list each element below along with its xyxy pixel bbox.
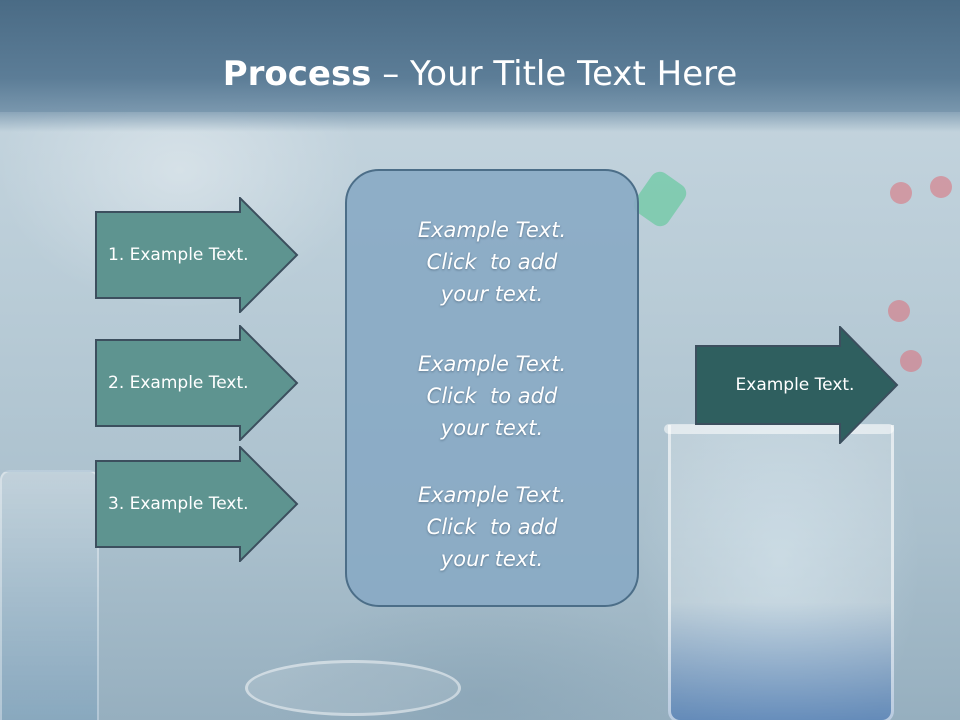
text-block-1[interactable]: Example Text. Click to add your text.: [347, 214, 637, 310]
slide-title[interactable]: Process – Your Title Text Here: [0, 52, 960, 96]
text-line: Click to add: [426, 250, 558, 274]
text-line: Click to add: [426, 384, 558, 408]
arrow-right-icon: [695, 326, 899, 444]
arrow-right-icon: [95, 197, 299, 313]
molecule-model-image: [930, 176, 952, 198]
text-line: your text.: [440, 282, 544, 306]
arrow-right-icon: [95, 325, 299, 441]
text-block-2[interactable]: Example Text. Click to add your text.: [347, 348, 637, 444]
arrow-shape-1[interactable]: 1. Example Text.: [95, 197, 299, 313]
title-band: [0, 0, 960, 132]
molecule-model-image: [900, 350, 922, 372]
text-line: your text.: [440, 547, 544, 571]
text-line: Example Text.: [417, 218, 567, 242]
center-text-box[interactable]: Example Text. Click to add your text. Ex…: [345, 169, 639, 607]
arrow-label-2: 2. Example Text.: [108, 373, 249, 393]
text-line: Click to add: [426, 515, 558, 539]
arrow-shape-output[interactable]: Example Text.: [695, 326, 899, 444]
molecule-model-image: [888, 300, 910, 322]
petri-dish-image: [245, 660, 461, 716]
arrow-right-icon: [95, 446, 299, 562]
arrow-shape-3[interactable]: 3. Example Text.: [95, 446, 299, 562]
slide-title-bold: Process: [222, 54, 372, 94]
text-line: Example Text.: [417, 352, 567, 376]
text-block-3[interactable]: Example Text. Click to add your text.: [347, 479, 637, 575]
beaker-rim-image: [664, 424, 894, 434]
slide-title-rest: – Your Title Text Here: [371, 54, 738, 94]
arrow-label-1: 1. Example Text.: [108, 245, 249, 265]
text-line: your text.: [440, 416, 544, 440]
text-line: Example Text.: [417, 483, 567, 507]
molecule-model-image: [890, 182, 912, 204]
beaker-image: [668, 425, 894, 720]
arrow-label-3: 3. Example Text.: [108, 494, 249, 514]
arrow-label-output: Example Text.: [735, 375, 855, 395]
lab-bottle-image: [0, 470, 99, 720]
arrow-shape-2[interactable]: 2. Example Text.: [95, 325, 299, 441]
